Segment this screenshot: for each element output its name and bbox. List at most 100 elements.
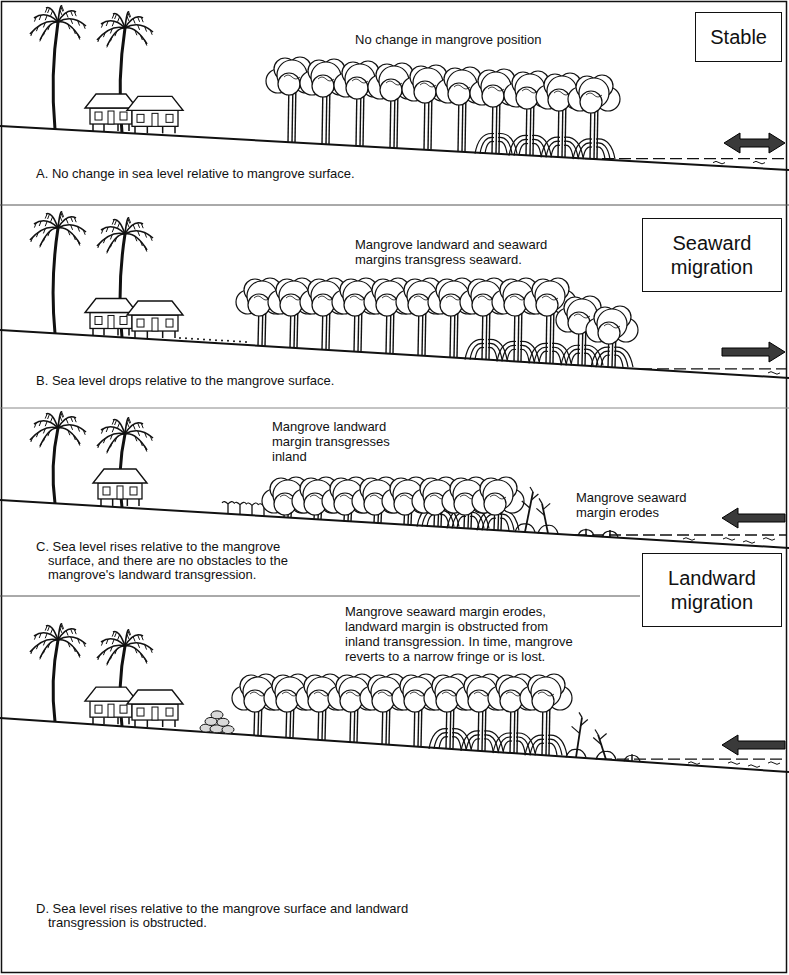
palm-frond <box>125 646 147 662</box>
house-roof <box>85 298 137 312</box>
palm-leaflet <box>138 431 140 436</box>
palm-leaflet <box>61 7 63 12</box>
ground-dot <box>233 340 235 342</box>
water-wave <box>768 372 780 375</box>
palm-leaflet <box>115 14 117 19</box>
mangrove-canopy <box>440 294 462 316</box>
prop-root <box>498 737 512 753</box>
panel-b <box>0 212 789 378</box>
panel-caption: A. No change in sea level relative to ma… <box>36 167 355 181</box>
rubble-wall <box>200 711 234 734</box>
palm-leaflet <box>127 634 129 639</box>
palm-frond <box>125 28 147 44</box>
palm-leaflet <box>101 229 103 234</box>
prop-root <box>566 349 580 365</box>
palm-leaflet <box>78 653 80 658</box>
prop-root <box>514 139 528 155</box>
palm-leaflet <box>61 625 63 630</box>
palm-leaflet <box>74 629 76 634</box>
palm-leaflet <box>145 645 147 650</box>
prop-root <box>485 141 494 153</box>
prop-root <box>578 530 586 536</box>
seedling-leaf <box>234 502 246 504</box>
prop-root <box>471 739 480 751</box>
palm-leaflet <box>66 419 68 424</box>
prop-root <box>475 133 494 153</box>
palm-leaflet <box>48 414 50 419</box>
house <box>127 96 183 133</box>
canopy-texture <box>420 83 436 87</box>
palm-leaflet <box>145 447 147 452</box>
palm-leaflet <box>39 421 41 426</box>
palm-frond <box>34 633 58 640</box>
palm-frond <box>125 234 147 250</box>
ground-dot <box>209 339 211 341</box>
dead-branch <box>543 503 550 509</box>
palm-leaflet <box>115 237 117 242</box>
palm-leaflet <box>68 430 70 435</box>
direction-arrow <box>722 735 785 755</box>
house-roof <box>93 469 147 483</box>
palm-leaflet <box>133 425 135 430</box>
house-window <box>137 708 144 716</box>
palm-leaflet <box>128 631 130 636</box>
palm-leaflet <box>140 653 142 658</box>
prop-root <box>466 735 480 751</box>
house-window <box>130 487 137 495</box>
prop-root <box>586 530 594 536</box>
palm-leaflet <box>129 12 131 17</box>
prop-root <box>452 729 471 749</box>
house-door <box>108 315 114 328</box>
dead-tree <box>536 498 558 533</box>
seedling-stem <box>239 505 240 515</box>
canopy-texture <box>386 81 402 85</box>
canopy-texture <box>410 692 426 696</box>
palm-frond <box>113 14 125 28</box>
prop-root <box>529 343 548 363</box>
palm-leaflet <box>61 213 63 218</box>
palm-leaflet <box>43 428 45 433</box>
palm-leaflet <box>118 423 120 428</box>
house-wall <box>90 108 132 124</box>
palm-frond <box>113 420 125 434</box>
canopy-texture <box>284 75 300 79</box>
house-stilt <box>128 124 130 131</box>
palm-leaflet <box>71 417 73 422</box>
prop-root <box>516 741 525 753</box>
house-roof <box>85 94 137 108</box>
water-wave <box>763 538 775 541</box>
water-wave <box>723 538 735 541</box>
annotation-label: Mangrove landward margin transgresses in… <box>272 419 408 464</box>
palm-leaflet <box>73 235 75 240</box>
mangrove-canopy <box>280 294 302 316</box>
mangrove-canopy <box>500 690 522 712</box>
palm-leaflet <box>112 420 114 425</box>
palm-leaflet <box>106 227 108 232</box>
palm-leaflet <box>106 639 108 644</box>
rubble-stone <box>217 718 229 726</box>
palm-leaflet <box>135 236 137 241</box>
prop-root <box>541 137 560 157</box>
canopy-texture <box>474 692 490 696</box>
palm-frond <box>107 646 125 664</box>
palm-leaflet <box>68 230 70 235</box>
prop-root <box>525 735 544 755</box>
annotation-label: Mangrove seaward margin erodes, landward… <box>345 604 573 664</box>
panel-caption: D. Sea level rises relative to the mangr… <box>36 902 448 930</box>
water-wave <box>743 541 755 544</box>
mangrove-canopy <box>414 81 436 103</box>
palm-leaflet <box>40 242 42 247</box>
canopy-texture <box>586 93 602 97</box>
prop-root <box>497 341 516 361</box>
palm-leaflet <box>98 655 100 660</box>
palm-frond <box>101 227 125 234</box>
palm-leaflet <box>141 635 143 640</box>
palm-leaflet <box>83 24 85 29</box>
palm-leaflet <box>45 8 47 13</box>
palm-leaflet <box>127 222 129 227</box>
ground-line <box>0 718 789 772</box>
palm-leaflet <box>135 436 137 441</box>
mangrove-canopy <box>448 83 470 105</box>
palm-leaflet <box>138 635 140 640</box>
mangrove-canopy <box>504 294 526 316</box>
